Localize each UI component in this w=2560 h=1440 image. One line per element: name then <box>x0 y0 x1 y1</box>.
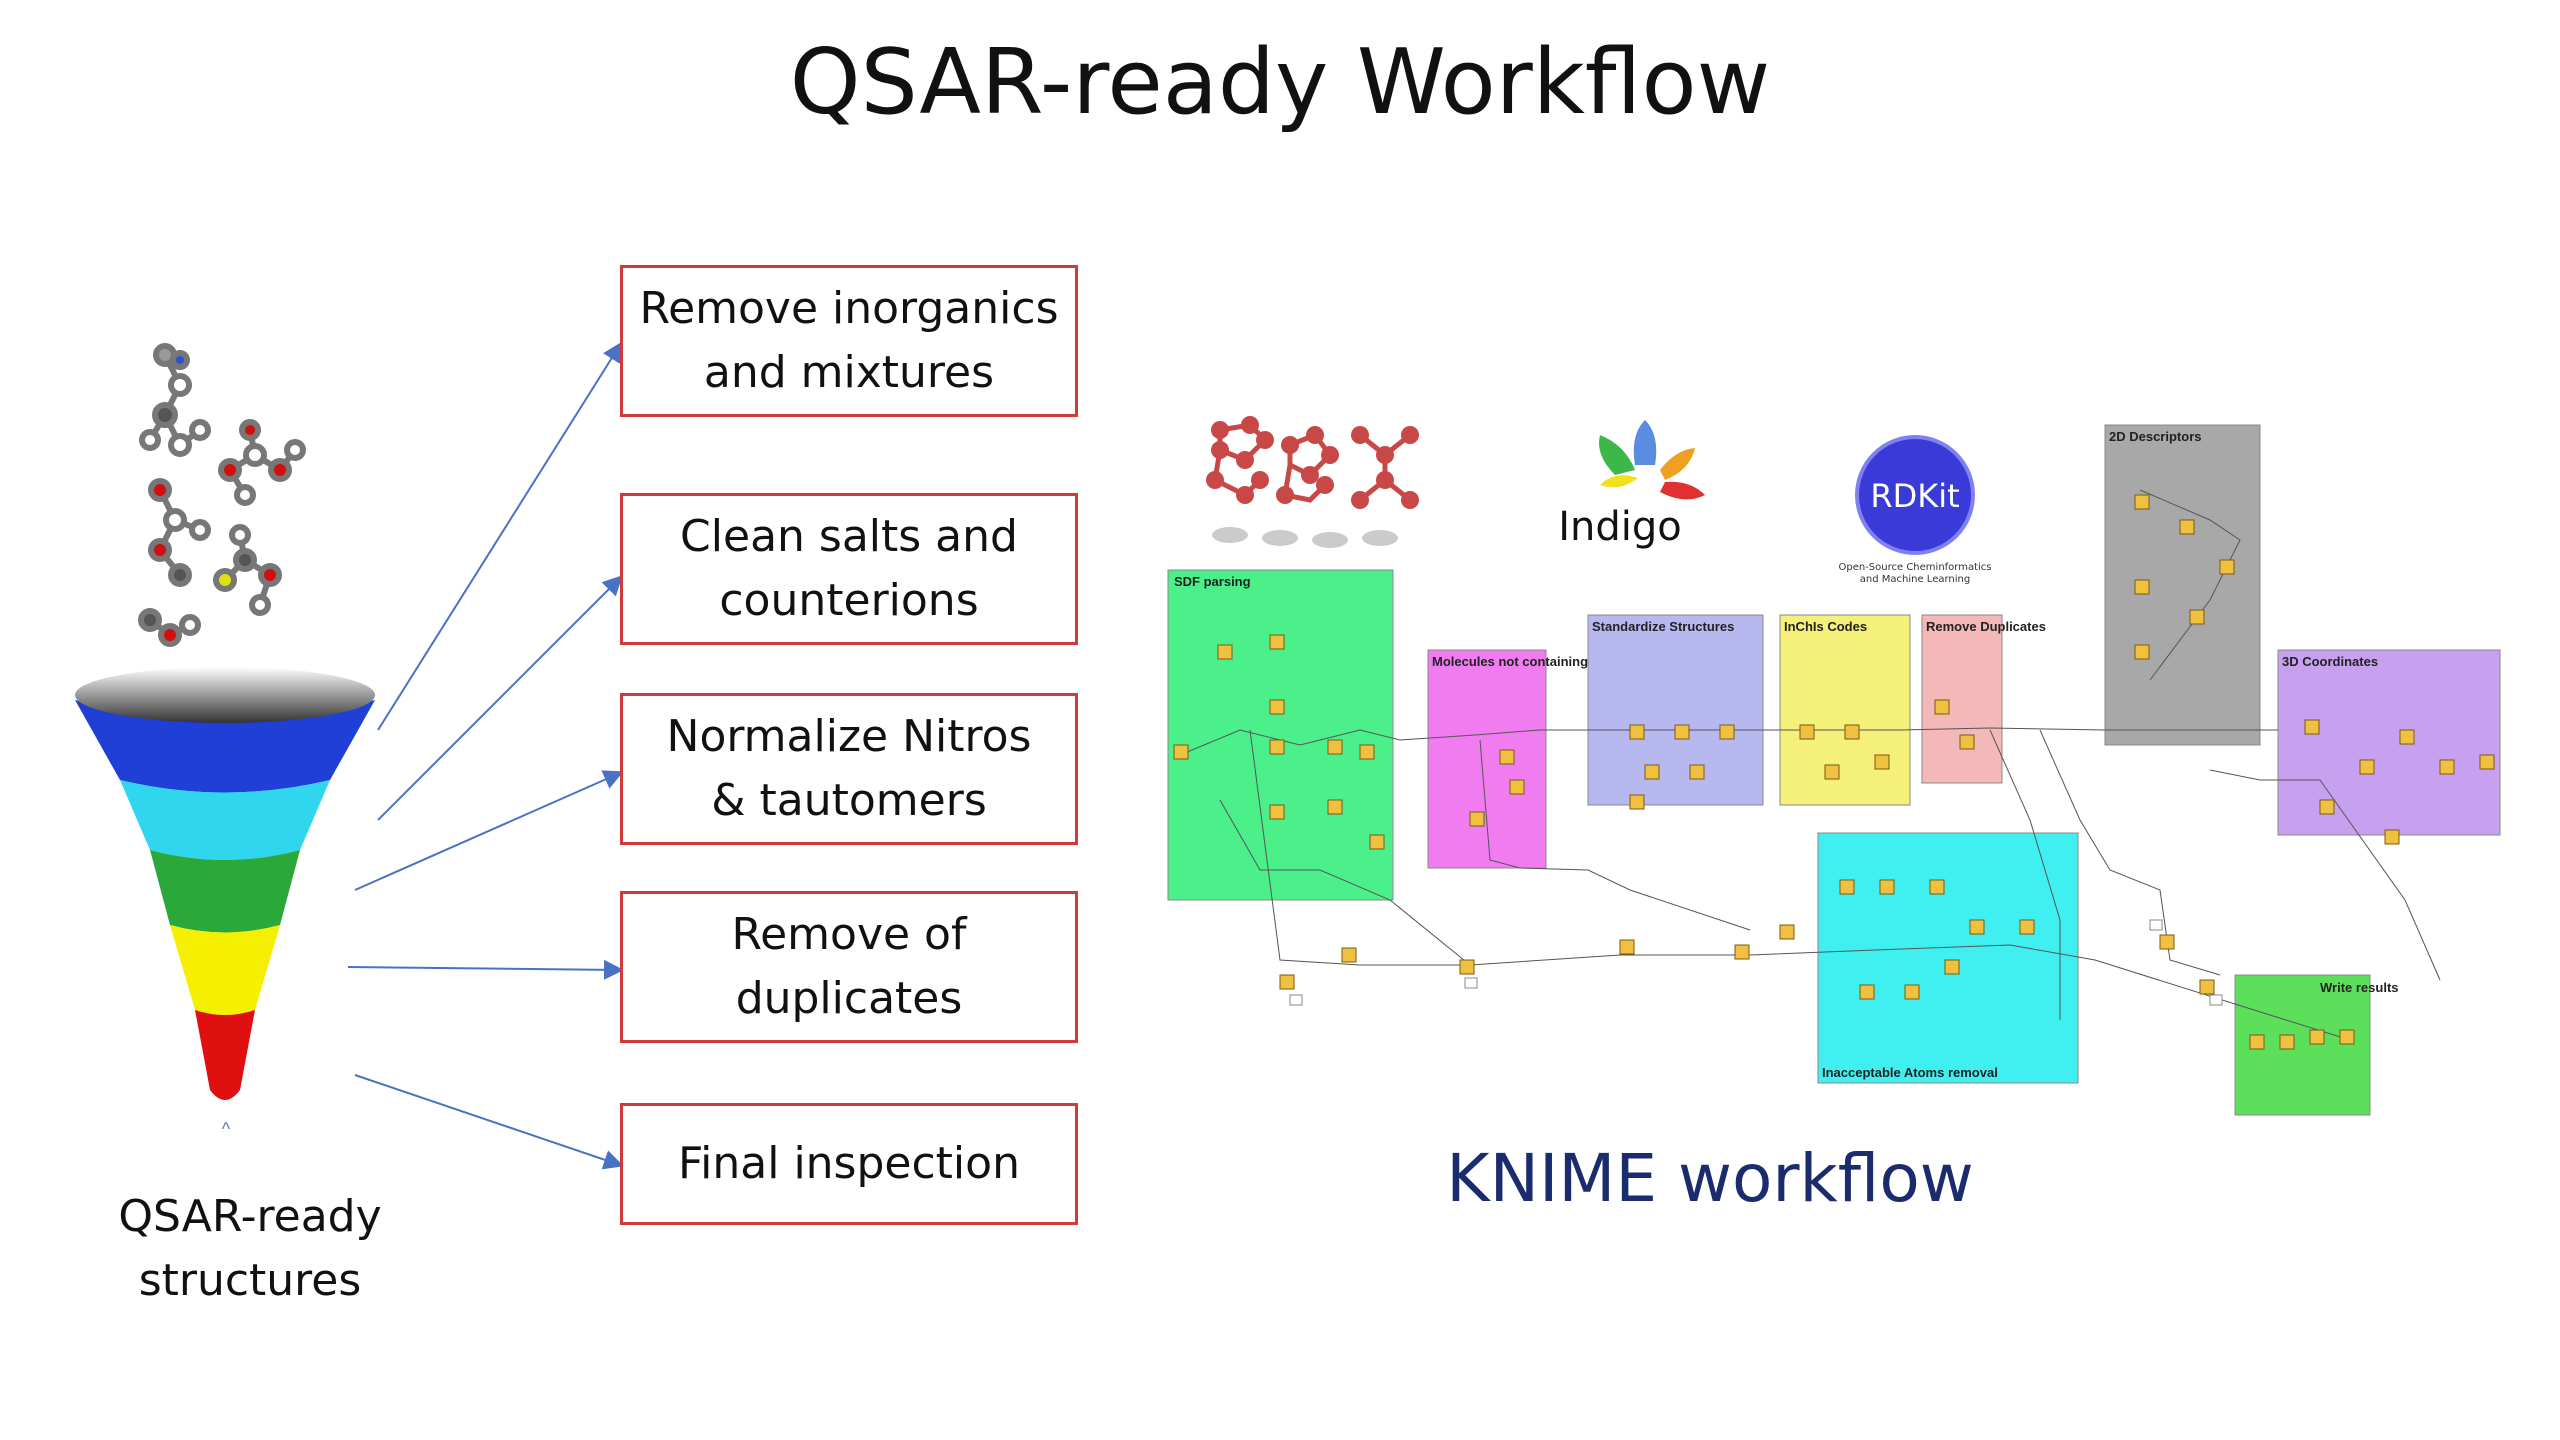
molecule-icon-5 <box>138 608 201 647</box>
arrow-to-step-4 <box>347 959 624 980</box>
rdkit-logo-text: RDKit <box>1870 477 1959 515</box>
step-box-clean-salts: Clean salts and counterions <box>620 493 1078 645</box>
molecule-icon-2 <box>218 419 306 506</box>
arrow-to-step-2 <box>377 575 623 821</box>
panel-inchi: InChIs Codes <box>1779 614 1911 806</box>
page-title: QSAR-ready Workflow <box>789 30 1771 135</box>
svg-text:Remove Duplicates: Remove Duplicates <box>1926 619 2046 634</box>
svg-text:Write results: Write results <box>2320 980 2399 995</box>
panel-standardize: Standardize Structures <box>1587 614 1764 806</box>
funnel-band-cyan <box>120 780 330 860</box>
funnel-band-red <box>195 1010 255 1100</box>
step-box-remove-inorganics: Remove inorganics and mixtures <box>620 265 1078 417</box>
step-box-duplicates: Remove of duplicates <box>620 891 1078 1043</box>
funnel-rim <box>75 667 375 723</box>
panel-remove-duplicates: Remove Duplicates <box>1921 614 2046 784</box>
funnel-band-blue <box>75 700 375 793</box>
workflow-nodes <box>1173 494 2495 1050</box>
arrow-to-step-3 <box>354 770 624 891</box>
svg-text:2D Descriptors: 2D Descriptors <box>2109 429 2201 444</box>
svg-text:InChIs Codes: InChIs Codes <box>1784 619 1867 634</box>
indigo-logo-text: Indigo <box>1558 504 1682 550</box>
panel-sdf-parsing: SDF parsing <box>1167 569 1394 901</box>
arrow-to-step-5 <box>354 1074 624 1170</box>
indigo-logo: Indigo <box>1558 420 1705 550</box>
molecule-icon-4 <box>213 524 282 616</box>
panel-2d-descriptors: 2D Descriptors <box>2104 424 2261 746</box>
svg-text:Standardize Structures: Standardize Structures <box>1592 619 1734 634</box>
molecule-icon-3 <box>148 478 211 587</box>
funnel-band-green <box>150 850 300 933</box>
step-box-final-inspection: Final inspection <box>620 1103 1078 1225</box>
svg-text:Inacceptable Atoms removal: Inacceptable Atoms removal <box>1822 1065 1998 1080</box>
knime-workflow-caption: KNIME workflow <box>1446 1140 1974 1217</box>
funnel-caption: QSAR-ready structures <box>118 1191 382 1306</box>
workflow-connections <box>1179 489 2441 1041</box>
knime-workflow-diagram: Indigo RDKit Open-Source Cheminformatics… <box>1167 416 2501 1116</box>
arrow-to-step-1 <box>377 341 623 731</box>
svg-text:SDF parsing: SDF parsing <box>1174 574 1251 589</box>
cdk-logo <box>1206 416 1419 548</box>
funnel-tip-mark: ^ <box>222 1119 231 1139</box>
molecule-icon-1 <box>139 343 211 457</box>
funnel-band-yellow <box>170 925 280 1015</box>
panel-no-carbons: Molecules not containing Carbons <box>1427 649 1644 869</box>
step-box-normalize: Normalize Nitros & tautomers <box>620 693 1078 845</box>
panel-inacceptable-atoms: Inacceptable Atoms removal <box>1817 832 2079 1084</box>
panel-3d-coordinates: 3D Coordinates <box>2277 649 2501 836</box>
svg-text:3D Coordinates: 3D Coordinates <box>2282 654 2378 669</box>
